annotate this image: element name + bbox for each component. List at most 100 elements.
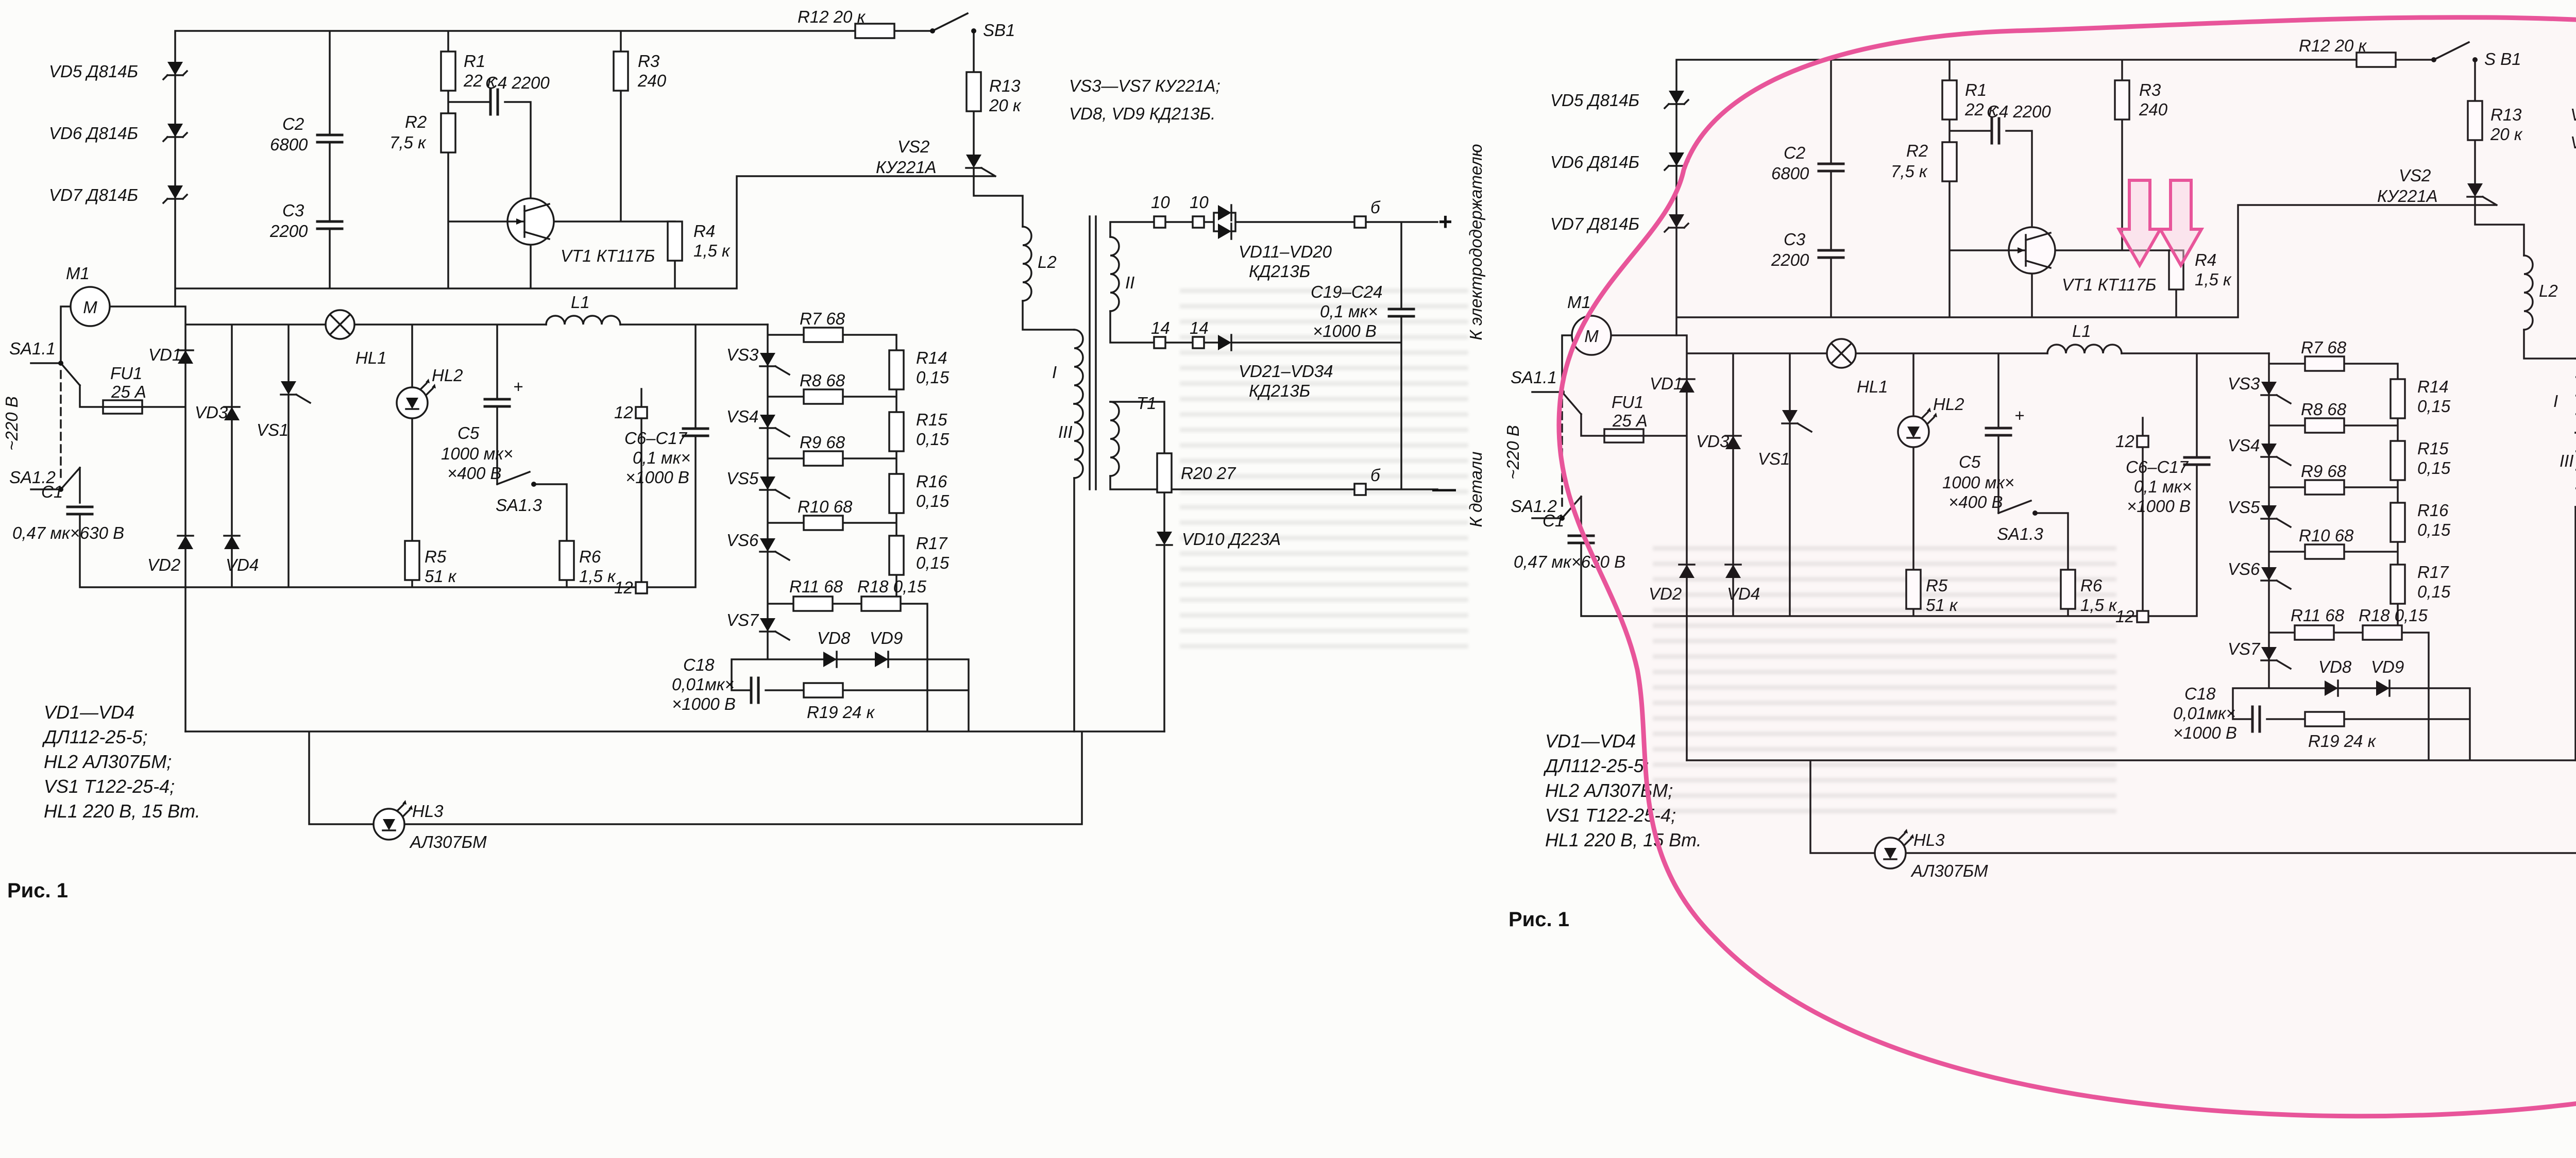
vs4-thyristor	[759, 414, 790, 437]
label-c6-c17-value-2: ×1000 В	[2127, 497, 2191, 516]
vs3-thyristor	[2260, 381, 2292, 404]
label-r11: R11 68	[789, 577, 843, 596]
label-c3-value: 2200	[1771, 250, 1809, 269]
label-r10: R10 68	[798, 497, 853, 516]
switch-label: S В1	[2484, 49, 2521, 69]
label-mains: ~220 В	[1503, 425, 1522, 480]
wire-network	[30, 12, 1438, 825]
label-c18-value-2: ×1000 В	[2173, 723, 2237, 742]
vd2-diode	[177, 535, 194, 550]
label-c19-c24-value: 0,1 мк×	[1320, 302, 1378, 321]
label-c5-value-2: ×400 В	[1948, 492, 2003, 512]
label-vd7: VD7 Д814Б	[49, 185, 138, 205]
label-vd10: VD10 Д223А	[1182, 530, 1281, 549]
label-r8: R8 68	[2301, 400, 2347, 419]
label-hl1: HL1	[355, 348, 387, 367]
r4-resistor	[667, 220, 683, 262]
fu1-fuse	[1603, 428, 1645, 444]
label-vd8: VD8	[817, 628, 851, 648]
label-vs6: VS6	[2228, 559, 2260, 578]
terminal-10-b	[1192, 215, 1205, 229]
label-fu1-value: 25 А	[111, 382, 146, 401]
r1-resistor	[440, 50, 456, 92]
label-c5-value-2: ×400 В	[447, 464, 502, 483]
terminal-14-b	[1192, 336, 1205, 349]
label-c6-c17-value-2: ×1000 В	[625, 468, 689, 487]
legend-line-2: ДЛ112-25-5;	[42, 726, 147, 747]
label-r9: R9 68	[2301, 462, 2347, 481]
r14-resistor	[888, 349, 905, 390]
label-c5-value: 1000 мк×	[1942, 473, 2014, 492]
vd4-diode	[1724, 564, 1742, 579]
label-vd6: VD6 Д814Б	[49, 124, 138, 143]
label-r10: R10 68	[2299, 526, 2354, 545]
label-vd2: VD2	[1649, 584, 1682, 603]
label-c4: С4 2200	[485, 73, 550, 92]
label-vs1: VS1	[1758, 449, 1790, 468]
label-vs2-value: КУ221А	[2377, 186, 2438, 206]
label-l1: L1	[2072, 321, 2091, 340]
label-terminal-12-lower: 12	[614, 578, 633, 597]
motor-glyph: М	[83, 298, 97, 317]
label-vs2: VS2	[2399, 166, 2431, 185]
label-terminal-b-lower: б	[1370, 466, 1381, 485]
vs1-thyristor	[280, 380, 311, 404]
label-t1: Т1	[1137, 394, 1157, 413]
wires-thyristor-chain	[184, 323, 1165, 825]
output-electrode-holder: К электрододержателю	[1466, 144, 1485, 340]
label-hl2: HL2	[1933, 395, 1964, 414]
label-fu1: FU1	[1612, 393, 1643, 412]
label-r13: R13	[2490, 105, 2522, 124]
r10-resistor	[803, 515, 844, 531]
label-winding-1: I	[2553, 391, 2558, 411]
c18-capacitor	[751, 678, 758, 703]
label-r3-value: 240	[2139, 100, 2168, 119]
r17-resistor	[2389, 564, 2406, 605]
r11-resistor	[792, 595, 834, 612]
r3-resistor	[2114, 79, 2130, 121]
r6-resistor	[2060, 569, 2076, 610]
label-hl3-type: АЛ307БМ	[1910, 861, 1988, 880]
label-r3-value: 240	[637, 71, 667, 90]
label-c3-value: 2200	[269, 222, 308, 241]
label-m1: M1	[1567, 293, 1591, 312]
label-c1-value: 0,47 мк×630 В	[1514, 552, 1625, 571]
label-winding-3: III	[2560, 451, 2574, 470]
vs1-thyristor	[1781, 409, 1812, 433]
label-hl3: HL3	[1913, 830, 1945, 849]
label-r17-value: 0,15	[2417, 582, 2451, 601]
legend-line-5: HL1 220 В, 15 Вт.	[1545, 829, 1702, 850]
label-terminal-12-upper: 12	[614, 403, 633, 422]
t1-primary-winding	[1073, 329, 1084, 405]
label-r15-value: 0,15	[2417, 458, 2451, 478]
motor-glyph: М	[1584, 327, 1599, 346]
label-r6-value: 1,5 к	[579, 567, 616, 586]
vt1-transistor	[506, 197, 555, 246]
l1-inductor	[545, 315, 621, 326]
label-sa1-1: SA1.1	[9, 339, 56, 358]
vd11-vd20-diode	[1217, 223, 1232, 240]
label-vs2: VS2	[897, 137, 929, 156]
label-r12: R12 20 к	[2299, 36, 2367, 55]
contact-dot	[531, 482, 536, 487]
note-diodes: VD8, VD9 КД213Б.	[2570, 133, 2576, 152]
r3-resistor	[613, 50, 629, 92]
label-r2: R2	[405, 112, 427, 131]
label-l1: L1	[571, 293, 590, 312]
contact-dot	[1560, 389, 1565, 395]
label-c2: С2	[1784, 143, 1805, 162]
r18-resistor	[860, 595, 902, 612]
terminal-14-a	[1153, 336, 1166, 349]
output-minus: —	[1432, 475, 1456, 502]
label-vs7: VS7	[726, 610, 759, 629]
label-terminal-10-b: 10	[1190, 193, 1209, 212]
c5-capacitor	[1986, 428, 2011, 435]
contact-dot	[971, 28, 976, 33]
l2-inductor	[1022, 226, 1032, 302]
r5-resistor	[1905, 569, 1922, 610]
t1-winding-3	[1109, 401, 1120, 477]
label-sa1-1: SA1.1	[1511, 368, 1557, 387]
label-vd7: VD7 Д814Б	[1550, 214, 1639, 233]
label-fu1-value: 25 А	[1612, 411, 1648, 430]
